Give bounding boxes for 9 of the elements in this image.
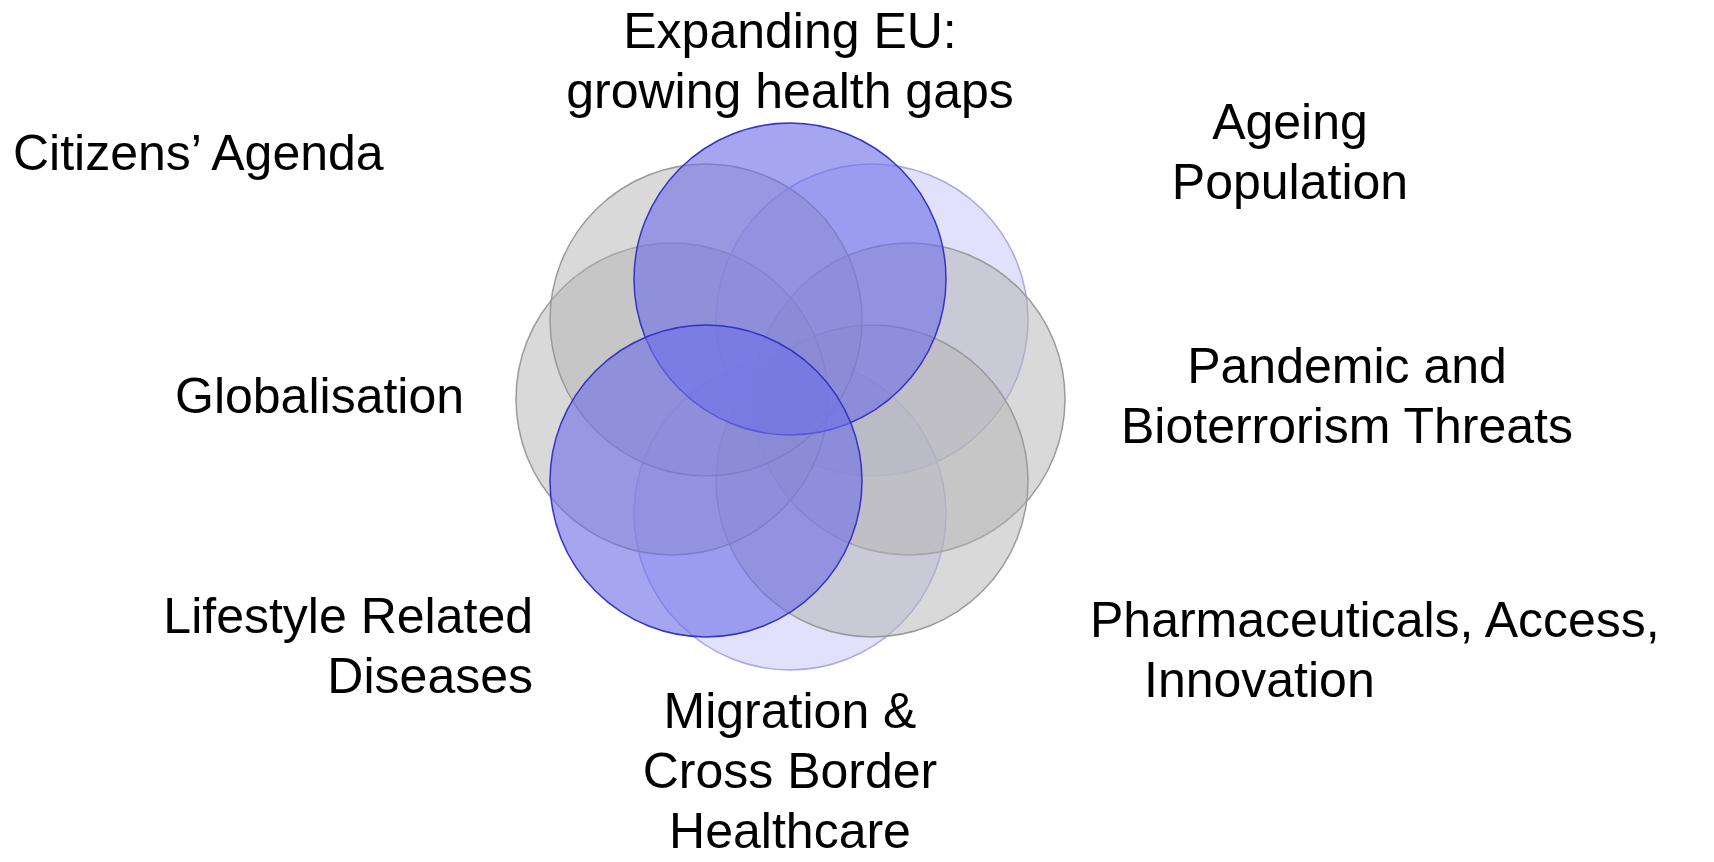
topic-label: Pharmaceuticals, Access, Innovation xyxy=(1090,591,1661,710)
overlapping-circle xyxy=(549,324,863,638)
topic-label: Lifestyle Related Diseases xyxy=(162,587,533,706)
topic-label: Ageing Population xyxy=(1170,93,1410,212)
topic-label: Expanding EU: growing health gaps xyxy=(565,2,1015,121)
topic-label: Citizens’ Agenda xyxy=(13,124,385,183)
topic-label: Pandemic and Bioterrorism Threats xyxy=(1120,337,1574,456)
topic-label: Migration & Cross Border Healthcare xyxy=(641,682,939,861)
topic-label: Globalisation xyxy=(175,367,466,426)
